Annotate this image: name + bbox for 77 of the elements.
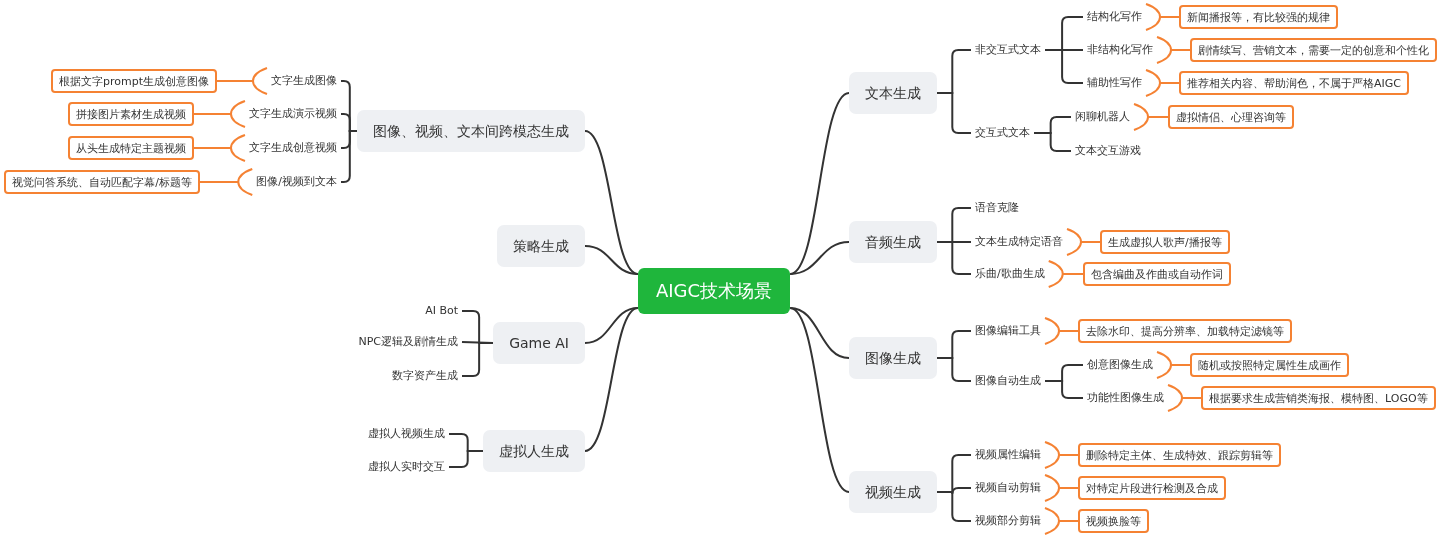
topic-box: 图像、视频、文本间跨模态生成 <box>357 110 585 152</box>
topic-box: 图像生成 <box>849 337 937 379</box>
branch-curve <box>789 241 850 275</box>
subtopic-label: 视频部分剪辑 <box>975 513 1041 529</box>
subtopic-label: 语音克隆 <box>975 200 1019 216</box>
brace-connector <box>1145 69 1180 97</box>
branch-curve <box>584 307 639 452</box>
topic-box: 视频生成 <box>849 471 937 513</box>
subtopic-label: 文本交互游戏 <box>1075 143 1141 159</box>
brace-connector <box>1156 351 1191 379</box>
brace-connector <box>1044 441 1079 469</box>
subtopic-label: 文本生成特定语音 <box>975 234 1063 250</box>
bracket-line <box>461 342 495 377</box>
subtopic-label: 文字生成图像 <box>271 73 337 89</box>
note-box: 虚拟情侣、心理咨询等 <box>1168 105 1294 129</box>
note-box: 删除特定主体、生成特效、跟踪剪辑等 <box>1078 443 1281 467</box>
subtopic-label: AI Bot <box>425 303 458 319</box>
bracket-line <box>1044 380 1084 399</box>
brace-connector <box>193 134 246 162</box>
brace-connector <box>1044 474 1079 502</box>
subtopic-label: 创意图像生成 <box>1087 357 1153 373</box>
note-box: 剧情续写、营销文本，需要一定的创意和个性化 <box>1190 38 1437 62</box>
note-box: 推荐相关内容、帮助润色，不属于严格AIGC <box>1179 71 1409 95</box>
note-box: 从头生成特定主题视频 <box>68 136 194 160</box>
brace-connector <box>1156 36 1191 64</box>
note-box: 视觉问答系统、自动匹配字幕/标题等 <box>4 170 200 194</box>
subtopic-label: NPC逻辑及剧情生成 <box>358 334 458 350</box>
topic-box: 策略生成 <box>497 225 585 267</box>
note-box: 根据要求生成营销类海报、模特图、LOGO等 <box>1201 386 1436 410</box>
subtopic-label: 交互式文本 <box>975 125 1030 141</box>
note-box: 对特定片段进行检测及合成 <box>1078 476 1226 500</box>
subtopic-label: 非结构化写作 <box>1087 42 1153 58</box>
brace-connector <box>1047 260 1084 288</box>
central-topic-box: AIGC技术场景 <box>638 268 791 314</box>
brace-connector <box>1167 384 1202 412</box>
subtopic-label: 乐曲/歌曲生成 <box>975 266 1045 282</box>
note-box: 包含编曲及作曲或自动作词 <box>1083 262 1231 286</box>
subtopic-label: 非交互式文本 <box>975 42 1041 58</box>
note-box: 随机或按照特定属性生成画作 <box>1190 353 1349 377</box>
brace-connector <box>1145 3 1180 31</box>
subtopic-label: 功能性图像生成 <box>1087 390 1164 406</box>
note-box: 根据文字prompt生成创意图像 <box>51 69 217 93</box>
subtopic-label: 视频自动剪辑 <box>975 480 1041 496</box>
subtopic-label: 数字资产生成 <box>392 368 458 384</box>
brace-connector <box>1133 103 1169 131</box>
brace-connector <box>193 100 246 128</box>
note-box: 视频换脸等 <box>1078 509 1149 533</box>
topic-box: Game AI <box>493 322 585 364</box>
note-box: 新闻播报等，有比较强的规律 <box>1179 5 1338 29</box>
subtopic-label: 视频属性编辑 <box>975 447 1041 463</box>
subtopic-label: 结构化写作 <box>1087 9 1142 25</box>
subtopic-label: 闲聊机器人 <box>1075 109 1130 125</box>
topic-box: 虚拟人生成 <box>483 430 585 472</box>
brace-connector <box>1044 317 1079 345</box>
brace-connector <box>1066 228 1101 256</box>
subtopic-label: 虚拟人视频生成 <box>368 426 445 442</box>
subtopic-label: 图像/视频到文本 <box>256 174 337 190</box>
brace-connector <box>199 168 254 196</box>
note-box: 去除水印、提高分辨率、加载特定滤镜等 <box>1078 319 1292 343</box>
subtopic-label: 辅助性写作 <box>1087 75 1142 91</box>
topic-box: 文本生成 <box>849 72 937 114</box>
subtopic-label: 文字生成演示视频 <box>249 106 337 122</box>
note-box: 生成虚拟人歌声/播报等 <box>1100 230 1230 254</box>
brace-connector <box>1044 507 1079 535</box>
topic-box: 音频生成 <box>849 221 937 263</box>
subtopic-label: 图像编辑工具 <box>975 323 1041 339</box>
branch-curve <box>584 245 639 275</box>
branch-curve <box>789 92 850 275</box>
branch-curve <box>584 130 639 275</box>
subtopic-label: 虚拟人实时交互 <box>368 459 445 475</box>
branch-curve <box>789 307 850 493</box>
brace-connector <box>216 67 268 95</box>
subtopic-label: 文字生成创意视频 <box>249 140 337 156</box>
subtopic-label: 图像自动生成 <box>975 373 1041 389</box>
bracket-line <box>448 450 484 468</box>
note-box: 拼接图片素材生成视频 <box>68 102 194 126</box>
bracket-line <box>936 357 972 382</box>
